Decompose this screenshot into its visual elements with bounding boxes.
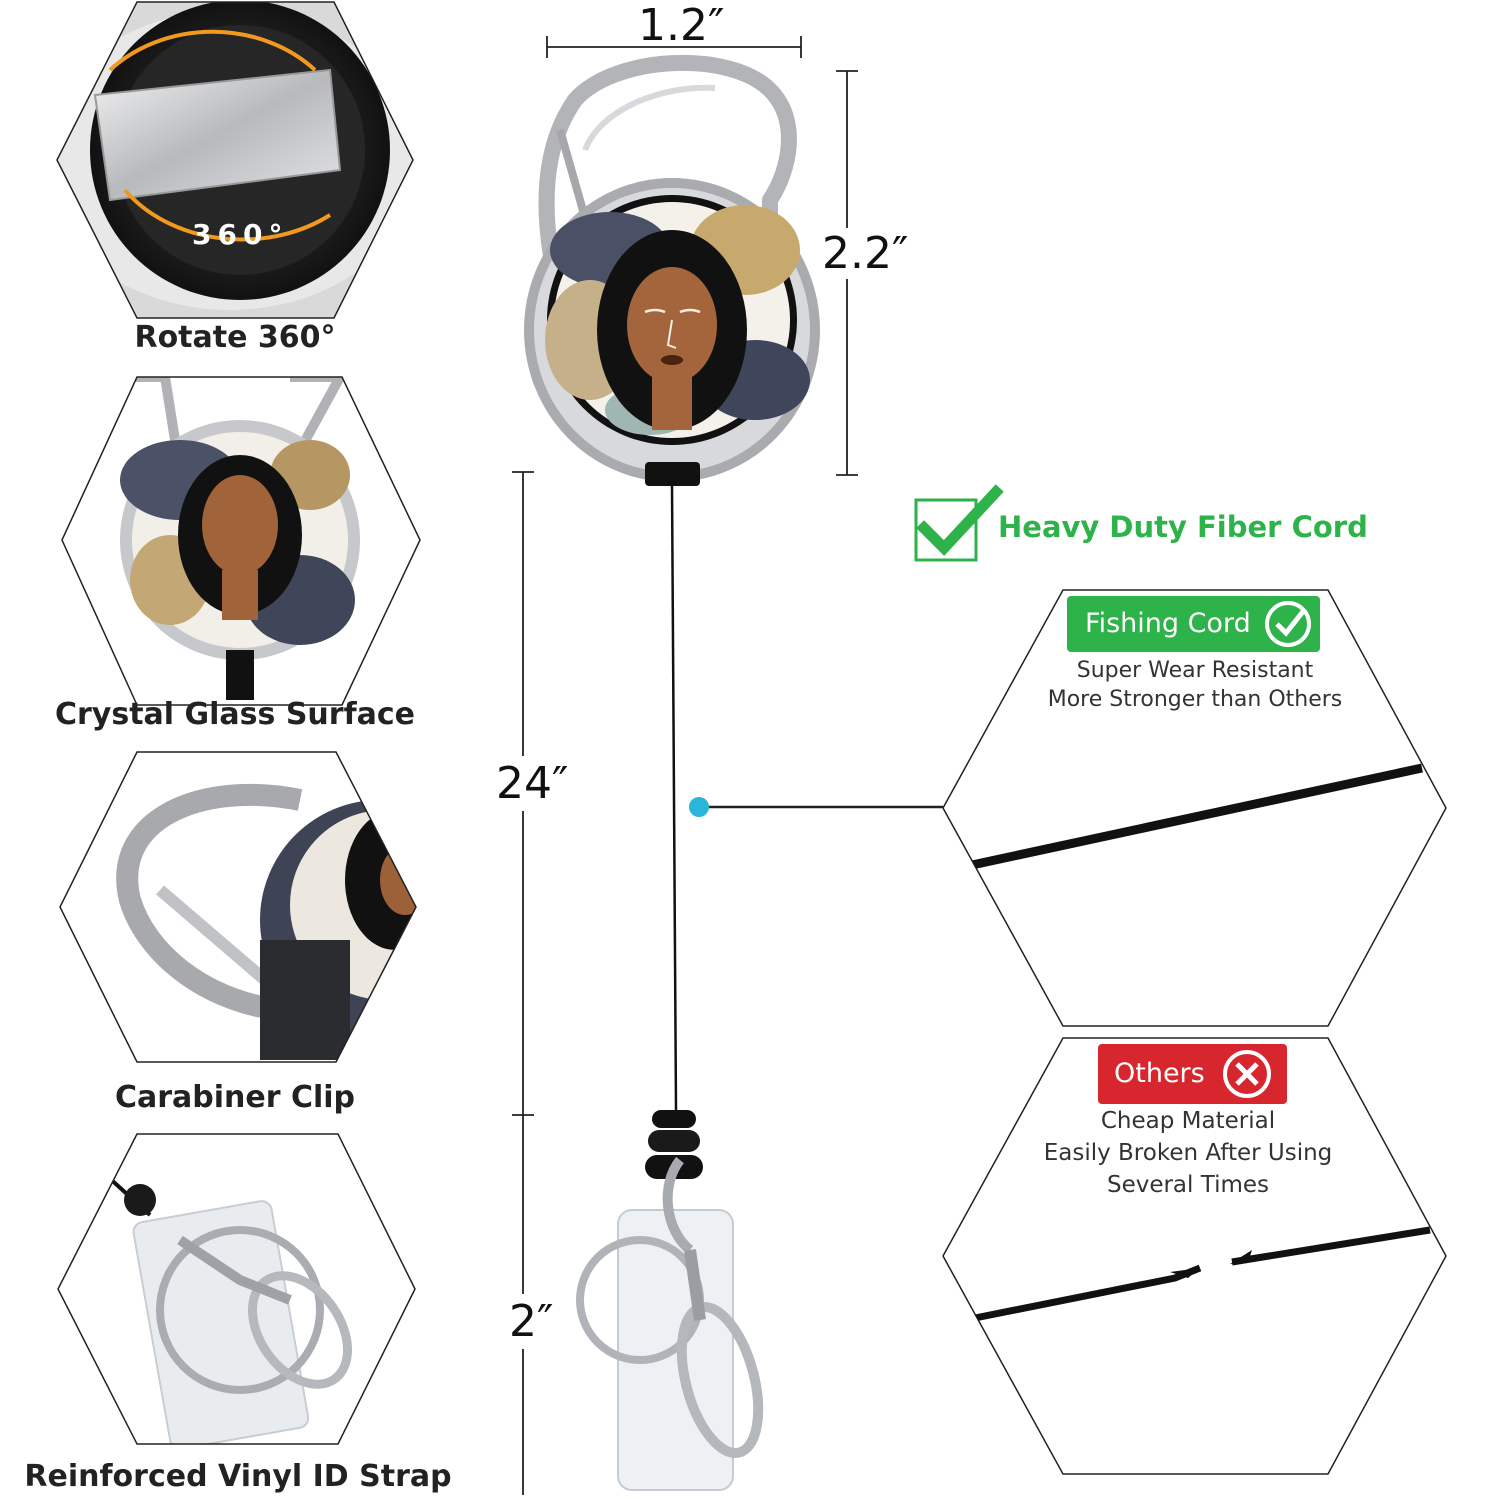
fishing-cord-badge: Fishing Cord xyxy=(1067,596,1320,652)
feature-label-crystal-glass: Crystal Glass Surface xyxy=(54,697,416,732)
rotate-degree-text: 360° xyxy=(192,218,289,251)
others-line-3: Several Times xyxy=(1106,1172,1270,1198)
fishing-cord-line-1: Super Wear Resistant xyxy=(1076,658,1314,683)
dimension-cord-length: 24″ xyxy=(492,756,573,811)
check-icon xyxy=(914,484,1004,562)
feature-label-vinyl-strap: Reinforced Vinyl ID Strap xyxy=(24,1459,452,1494)
feature-label-carabiner: Carabiner Clip xyxy=(114,1080,356,1115)
headline-text: Heavy Duty Fiber Cord xyxy=(998,510,1368,544)
check-circle-icon xyxy=(1265,601,1311,647)
others-line-1: Cheap Material xyxy=(1100,1108,1276,1134)
others-badge-label: Others xyxy=(1114,1058,1205,1089)
dimension-strap-length: 2″ xyxy=(505,1294,558,1349)
others-badge: Others xyxy=(1098,1044,1287,1104)
dimension-width: 1.2″ xyxy=(638,0,725,51)
fishing-cord-badge-label: Fishing Cord xyxy=(1085,608,1251,639)
dimension-reel-height: 2.2″ xyxy=(818,228,913,279)
feature-label-rotate: Rotate 360° xyxy=(134,320,336,355)
x-circle-icon xyxy=(1223,1050,1271,1098)
others-line-2: Easily Broken After Using xyxy=(1043,1140,1333,1166)
headline: Heavy Duty Fiber Cord xyxy=(912,484,1392,566)
fishing-cord-line-2: More Stronger than Others xyxy=(1047,687,1343,712)
